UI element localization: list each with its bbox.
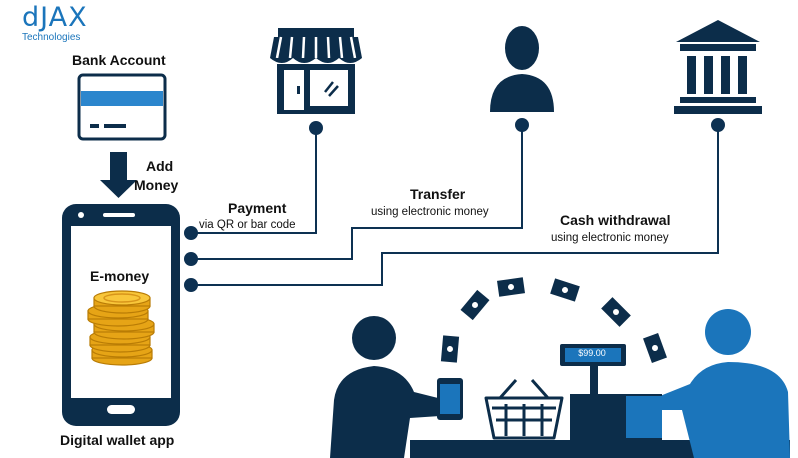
dot-store xyxy=(309,121,323,135)
register-price-display: $99.00 xyxy=(578,348,606,358)
transfer-connector xyxy=(190,125,523,260)
banknote-icon xyxy=(643,333,667,363)
transfer-label: Transfer xyxy=(410,186,466,202)
cash-withdrawal-label: Cash withdrawal xyxy=(560,212,671,228)
payment-sublabel: via QR or bar code xyxy=(199,219,296,231)
dot-bank xyxy=(711,118,725,132)
bank-account-label: Bank Account xyxy=(72,52,166,68)
connector-dots xyxy=(184,118,725,292)
banknote-icon xyxy=(440,335,460,363)
person-icon xyxy=(490,26,554,112)
banknote-icon xyxy=(550,278,580,302)
dot-payment-phone xyxy=(184,226,198,240)
emoney-label: E-money xyxy=(90,268,150,284)
wallet-app-label: Digital wallet app xyxy=(60,432,175,448)
cash-connector xyxy=(190,125,719,286)
dot-person xyxy=(515,118,529,132)
banknote-icon xyxy=(497,277,525,297)
add-money-label-line2: Money xyxy=(134,177,179,193)
banknote-icon xyxy=(601,297,631,327)
basket-icon xyxy=(484,379,564,440)
banknotes xyxy=(440,277,667,363)
bank-building-icon xyxy=(674,20,762,114)
coins-icon xyxy=(87,290,155,366)
cash-register-icon xyxy=(560,344,662,442)
dot-transfer-phone xyxy=(184,252,198,266)
banknote-icon xyxy=(460,289,490,321)
down-arrow-icon xyxy=(100,152,137,198)
logo-tagline: Technologies xyxy=(22,32,81,43)
customer-phone-icon xyxy=(437,378,463,420)
payment-connector xyxy=(190,128,317,234)
cashier-figure xyxy=(652,309,790,458)
dot-cash-phone xyxy=(184,278,198,292)
payment-label: Payment xyxy=(228,200,287,216)
transfer-sublabel: using electronic money xyxy=(371,206,489,218)
customer-figure xyxy=(330,316,440,458)
add-money-label-line1: Add xyxy=(146,158,174,174)
store-icon xyxy=(270,28,362,114)
logo: dJAX xyxy=(22,2,88,33)
bank-card-icon xyxy=(77,73,167,141)
cash-withdrawal-sublabel: using electronic money xyxy=(551,232,669,244)
connector-lines xyxy=(190,125,719,286)
